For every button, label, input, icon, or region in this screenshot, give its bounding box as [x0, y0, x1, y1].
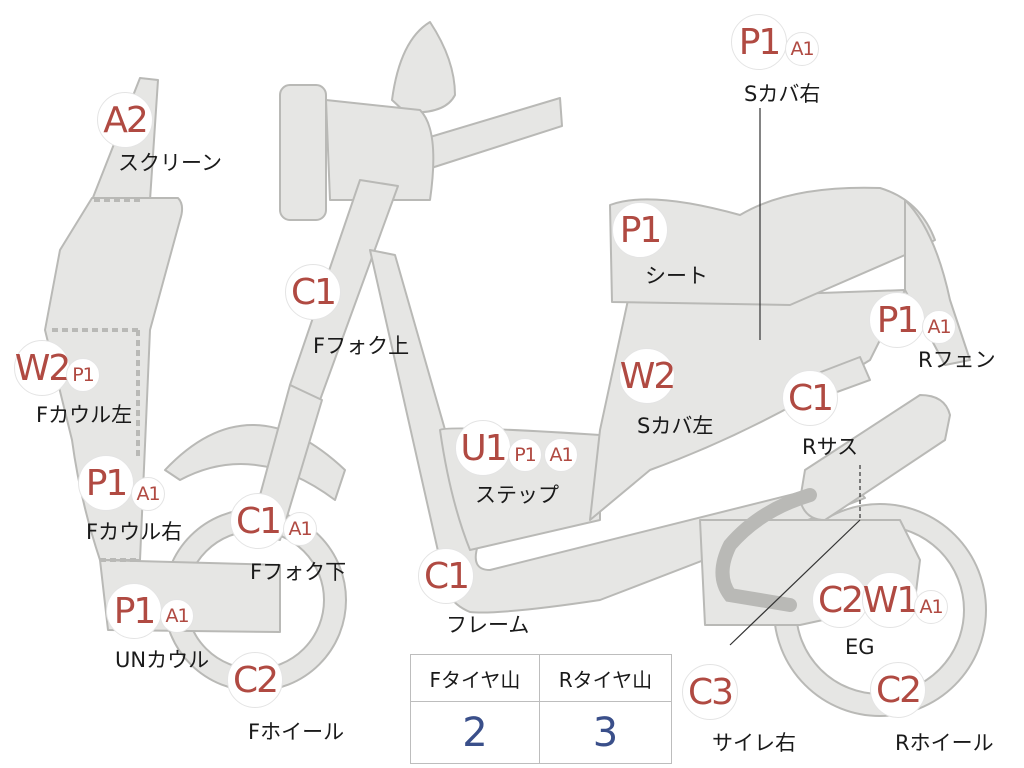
- un-cowl-code-p1: P1: [106, 583, 162, 639]
- f-fork-lower-code-a1: A1: [283, 512, 317, 546]
- f-fork-lower-code-c1: C1: [230, 493, 286, 549]
- f-cowl-right-code-a1: A1: [131, 477, 165, 511]
- headlight-shape: [279, 84, 327, 221]
- un-cowl-label: UNカウル: [115, 648, 210, 672]
- s-cover-right-label: Sカバ右: [744, 82, 821, 106]
- r-suspension-label: Rサス: [802, 435, 859, 459]
- front-fender-shape: [164, 424, 346, 501]
- step-code-a1: A1: [544, 438, 578, 472]
- r-fender-code-p1: P1: [869, 292, 925, 348]
- rear-tire-header: Rタイヤ山: [538, 654, 673, 702]
- f-cowl-left-code-w2: W2: [14, 340, 71, 396]
- r-suspension-code-c1: C1: [782, 370, 838, 426]
- f-wheel-label: Fホイール: [248, 720, 345, 744]
- muffler-shape: [799, 394, 951, 521]
- s-cover-left-code-w2: W2: [619, 348, 676, 404]
- f-cowl-left-label: Fカウル左: [36, 403, 133, 427]
- front-tire-header: Fタイヤ山: [410, 654, 540, 702]
- frame-label: フレーム: [446, 613, 530, 637]
- screen-code-a2: A2: [97, 92, 153, 148]
- f-wheel-code-c2: C2: [227, 652, 283, 708]
- step-code-u1: U1: [455, 420, 511, 476]
- silencer-right-label: サイレ右: [712, 731, 796, 755]
- un-cowl-code-a1: A1: [160, 599, 194, 633]
- engine-label: EG: [845, 635, 875, 659]
- leader-line-silencer: [729, 519, 861, 646]
- engine-code-c2: C2: [812, 572, 868, 628]
- f-cowl-right-label: Fカウル右: [86, 520, 183, 544]
- exhaust-pipe-shape: [715, 488, 817, 612]
- engine-code-w1: W1: [862, 572, 919, 628]
- r-wheel-code-c2: C2: [870, 662, 926, 718]
- step-code-p1: P1: [508, 438, 542, 472]
- s-cover-right-code-a1: A1: [785, 32, 819, 66]
- seat-label: シート: [645, 264, 708, 288]
- seat-code-p1: P1: [612, 202, 668, 258]
- step-label: ステップ: [475, 483, 559, 507]
- mirror-shape: [391, 21, 456, 114]
- front-tire-value: 2: [410, 701, 540, 764]
- screen-label: スクリーン: [118, 151, 222, 175]
- f-fork-lower-label: Fフォク下: [250, 560, 347, 584]
- r-fender-label: Rフェン: [918, 348, 996, 372]
- tire-tread-table: Fタイヤ山 Rタイヤ山 2 3: [410, 654, 673, 764]
- f-cowl-right-code-p1: P1: [78, 455, 134, 511]
- engine-code-a1: A1: [914, 590, 948, 624]
- r-fender-code-a1: A1: [922, 310, 956, 344]
- front-cowl-shape: [44, 197, 184, 561]
- frame-code-c1: C1: [418, 548, 474, 604]
- seat-shape: [609, 186, 936, 306]
- s-cover-left-label: Sカバ左: [637, 414, 714, 438]
- f-fork-upper-code-c1: C1: [285, 264, 341, 320]
- f-cowl-left-code-p1: P1: [66, 358, 100, 392]
- r-wheel-label: Rホイール: [895, 731, 994, 755]
- f-fork-upper-label: Fフォク上: [313, 334, 410, 358]
- rear-tire-value: 3: [538, 701, 673, 764]
- silencer-right-code-c3: C3: [682, 664, 738, 720]
- s-cover-right-code-p1: P1: [731, 14, 787, 70]
